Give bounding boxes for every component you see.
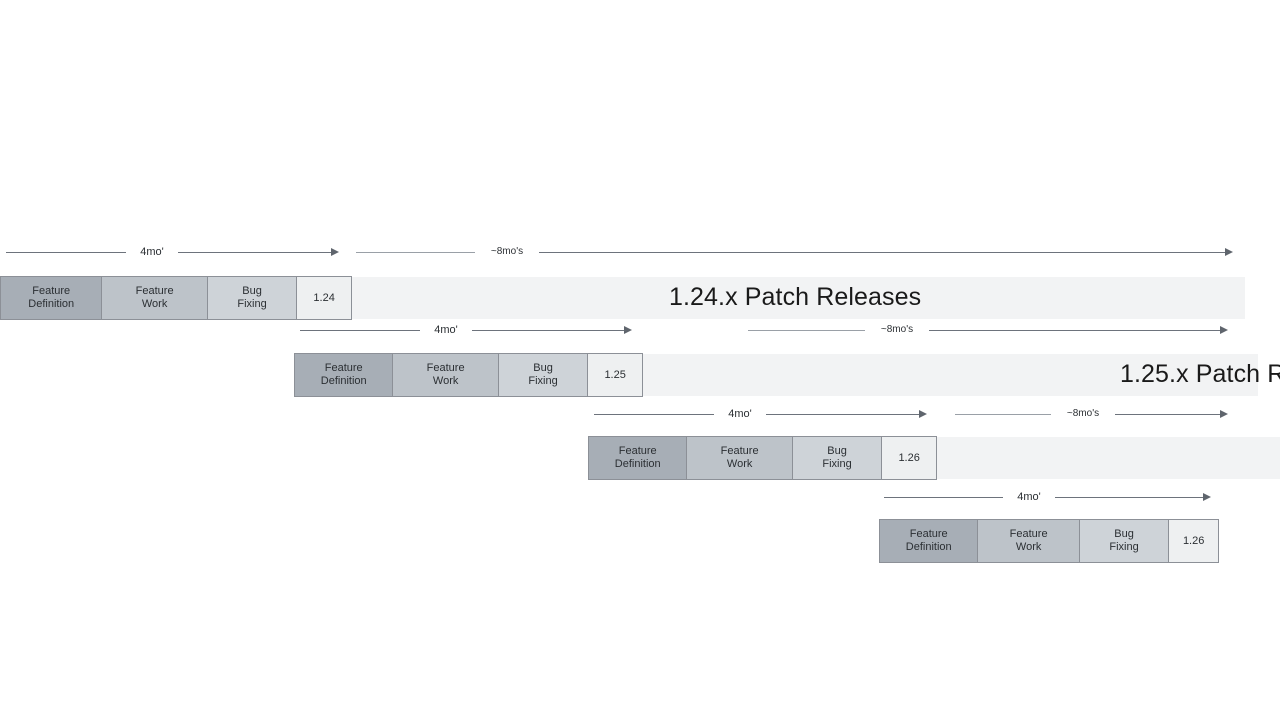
- development-duration-label: 4mo': [1017, 491, 1041, 503]
- patch-duration-measure: ~8mo's: [0, 244, 1280, 262]
- measure-rail-left: [300, 330, 420, 331]
- phase-box-bug-fixing-line2: Fixing: [528, 375, 558, 387]
- phase-box-bug-fixing-line1: Bug: [533, 362, 553, 375]
- patch-duration-label: ~8mo's: [490, 246, 524, 257]
- development-duration-measure: 4mo': [0, 322, 1280, 340]
- measure-rail-left: [748, 330, 865, 331]
- phase-box-feature-definition-line2: Definition: [320, 375, 367, 387]
- measure-rail-right: [1115, 414, 1220, 415]
- phase-box-version-tag-line1: 1.25: [604, 368, 626, 381]
- phase-box-feature-definition-line1: Feature: [324, 362, 363, 375]
- phase-box-feature-definition-line1: Feature: [618, 445, 657, 458]
- development-duration-measure: 4mo': [0, 244, 1280, 262]
- phase-box-bug-fixing-line1: Bug: [242, 285, 262, 298]
- development-duration-measure: 4mo': [0, 406, 1280, 424]
- phase-box-feature-work-line2: Work: [726, 458, 753, 470]
- development-duration-label: 4mo': [434, 324, 458, 336]
- measure-rail-left: [6, 252, 126, 253]
- measure-rail-left: [884, 497, 1003, 498]
- phase-box-bug-fixing-line1: Bug: [827, 445, 847, 458]
- phase-box-bug-fixing-line2: Fixing: [1109, 541, 1139, 553]
- patch-duration-measure: ~8mo's: [0, 322, 1280, 340]
- phase-box-feature-work-line1: Feature: [720, 445, 759, 458]
- phase-box-feature-definition-line1: Feature: [909, 528, 948, 541]
- patch-release-label: 1.24.x Patch Releases: [669, 282, 922, 311]
- development-duration-measure: 4mo': [0, 489, 1280, 507]
- phase-box-version-tag: 1.26: [882, 437, 936, 479]
- phase-box-version-tag-line1: 1.26: [1182, 534, 1205, 547]
- measure-arrowhead-right: [1203, 493, 1211, 501]
- measure-rail-right: [539, 252, 1225, 253]
- phase-box-feature-definition-line2: Definition: [28, 298, 75, 310]
- measure-rail-right: [178, 252, 331, 253]
- phase-box-feature-definition-line1: Feature: [32, 285, 71, 298]
- measure-rail-right: [929, 330, 1220, 331]
- phase-box-bug-fixing-line2: Fixing: [237, 298, 267, 310]
- patch-duration-label: ~8mo's: [1066, 408, 1100, 419]
- measure-rail-right: [472, 330, 624, 331]
- phase-box-bug-fixing-line1: Bug: [1114, 528, 1134, 541]
- phase-box-bug-fixing-line2: Fixing: [822, 458, 852, 470]
- phase-box-version-tag: 1.25: [588, 354, 642, 396]
- patch-duration-label: ~8mo's: [880, 324, 914, 335]
- phase-box-version-tag: 1.26: [1169, 520, 1218, 562]
- phase-box-feature-definition-line2: Definition: [614, 458, 661, 470]
- measure-arrowhead-right: [1220, 326, 1228, 334]
- patch-duration-measure: ~8mo's: [0, 406, 1280, 424]
- phase-box-feature-work-line1: Feature: [1009, 528, 1048, 541]
- development-duration-label: 4mo': [728, 408, 752, 420]
- phase-box-version-tag-line1: 1.24: [313, 291, 335, 304]
- measure-rail-left: [594, 414, 714, 415]
- measure-arrowhead-right: [624, 326, 632, 334]
- phase-box-version-tag-line1: 1.26: [898, 451, 920, 464]
- phase-box-feature-work-line1: Feature: [135, 285, 174, 298]
- measure-rail-left: [955, 414, 1051, 415]
- measure-arrowhead-right: [1220, 410, 1228, 418]
- measure-arrowhead-right: [919, 410, 927, 418]
- phase-box-feature-work-line1: Feature: [426, 362, 465, 375]
- phase-box-feature-work-line2: Work: [432, 375, 459, 387]
- phase-box-feature-work-line2: Work: [1015, 541, 1042, 553]
- measure-rail-left: [356, 252, 475, 253]
- measure-rail-right: [1055, 497, 1203, 498]
- phase-box-feature-work-line2: Work: [141, 298, 168, 310]
- phase-box-feature-definition-line2: Definition: [905, 541, 952, 553]
- measure-arrowhead-right: [331, 248, 339, 256]
- measure-rail-right: [766, 414, 919, 415]
- measure-arrowhead-right: [1225, 248, 1233, 256]
- phase-box-version-tag: 1.24: [297, 277, 351, 319]
- patch-release-label: 1.25.x Patch Releases: [1120, 359, 1280, 388]
- development-duration-label: 4mo': [140, 246, 164, 258]
